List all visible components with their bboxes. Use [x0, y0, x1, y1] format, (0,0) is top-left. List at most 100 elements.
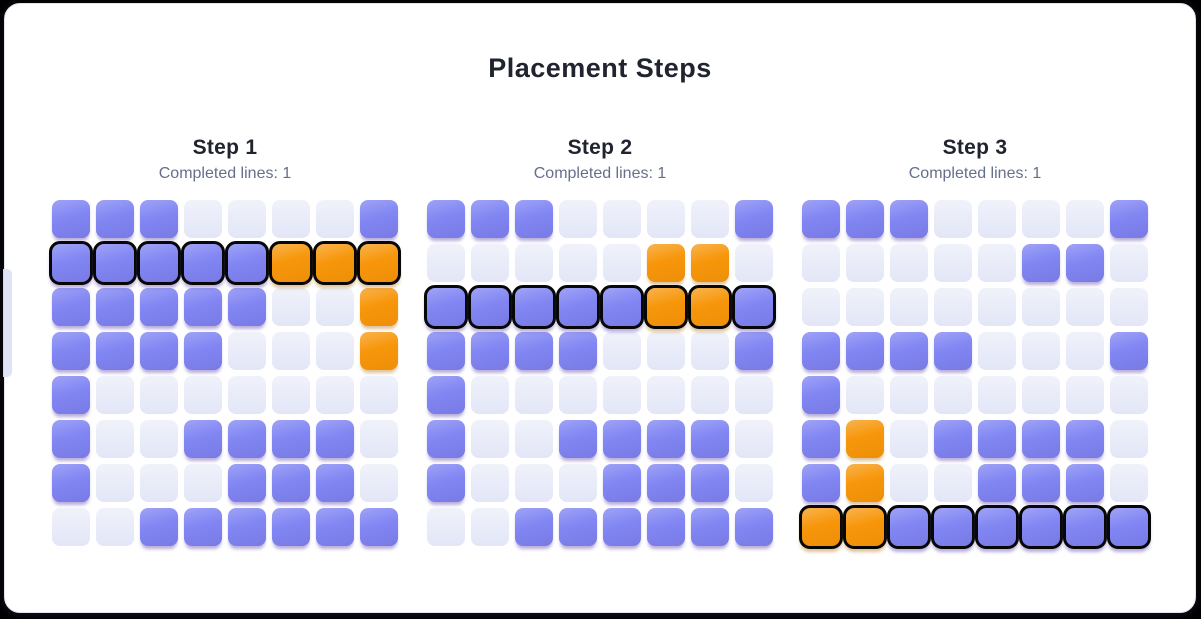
grid-cell — [512, 285, 556, 329]
grid-cell — [1022, 200, 1060, 238]
grid-cell — [272, 332, 310, 370]
grid-cell — [846, 464, 884, 502]
grid-cell — [515, 244, 553, 282]
step-completed-lines: Completed lines: 1 — [158, 165, 292, 182]
grid-cell — [184, 200, 222, 238]
grid-cell — [52, 200, 90, 238]
grid-cell — [846, 420, 884, 458]
grid-cell — [272, 508, 310, 546]
grid-cell — [357, 241, 401, 285]
grid-cell — [427, 508, 465, 546]
grid-cell — [515, 420, 553, 458]
step-grid — [49, 200, 401, 546]
grid-cell — [427, 200, 465, 238]
grid-cell — [360, 420, 398, 458]
grid-cell — [96, 200, 134, 238]
grid-cell — [559, 332, 597, 370]
grid-cell — [1022, 420, 1060, 458]
grid-cell — [360, 376, 398, 414]
grid-cell — [735, 376, 773, 414]
grid-cell — [360, 332, 398, 370]
grid-cell — [603, 200, 641, 238]
grid-cell — [471, 332, 509, 370]
grid-cell — [802, 288, 840, 326]
grid-cell — [1110, 376, 1148, 414]
grid-cell — [228, 508, 266, 546]
grid-cell — [515, 464, 553, 502]
grid-cell — [1022, 244, 1060, 282]
page-title: Placement Steps — [488, 53, 712, 83]
grid-cell — [424, 285, 468, 329]
grid-cell — [515, 200, 553, 238]
grid-cell — [934, 420, 972, 458]
grid-cell — [735, 332, 773, 370]
grid-cell — [978, 420, 1016, 458]
grid-cell — [1107, 505, 1151, 549]
grid-cell — [559, 376, 597, 414]
grid-cell — [471, 244, 509, 282]
grid-cell — [890, 420, 928, 458]
grid-cell — [1022, 332, 1060, 370]
grid-cell — [1110, 420, 1148, 458]
grid-cell — [890, 288, 928, 326]
grid-cell — [52, 288, 90, 326]
grid-cell — [515, 332, 553, 370]
grid-cell — [49, 241, 93, 285]
grid-cell — [184, 420, 222, 458]
grid-cell — [228, 332, 266, 370]
grid-cell — [427, 420, 465, 458]
grid-cell — [228, 464, 266, 502]
grid-cell — [471, 376, 509, 414]
grid-cell — [228, 200, 266, 238]
grid-cell — [96, 376, 134, 414]
grid-cell — [732, 285, 776, 329]
step-title: Step 3 — [942, 136, 1008, 159]
grid-cell — [978, 200, 1016, 238]
grid-cell — [184, 332, 222, 370]
grid-cell — [1110, 244, 1148, 282]
grid-cell — [1110, 200, 1148, 238]
grid-cell — [272, 464, 310, 502]
grid-cell — [1066, 376, 1104, 414]
grid-cell — [96, 464, 134, 502]
grid-cell — [1066, 244, 1104, 282]
grid-cell — [471, 464, 509, 502]
grid-cell — [316, 464, 354, 502]
grid-cell — [691, 332, 729, 370]
grid-cell — [647, 420, 685, 458]
grid-cell — [427, 244, 465, 282]
grid-cell — [934, 200, 972, 238]
grid-cell — [978, 464, 1016, 502]
grid-cell — [1066, 200, 1104, 238]
grid-cell — [603, 376, 641, 414]
grid-cell — [647, 332, 685, 370]
grid-cell — [1066, 464, 1104, 502]
grid-cell — [225, 241, 269, 285]
grid-cell — [799, 505, 843, 549]
grid-cell — [735, 420, 773, 458]
grid-cell — [96, 288, 134, 326]
grid-cell — [975, 505, 1019, 549]
grid-cell — [890, 200, 928, 238]
grid-cell — [934, 332, 972, 370]
grid-cell — [691, 464, 729, 502]
grid-cell — [316, 508, 354, 546]
grid-cell — [360, 464, 398, 502]
grid-cell — [802, 376, 840, 414]
left-edge-artifact — [3, 269, 12, 377]
grid-cell — [140, 420, 178, 458]
grid-cell — [1110, 332, 1148, 370]
grid-cell — [890, 244, 928, 282]
grid-cell — [735, 200, 773, 238]
step-grid — [799, 200, 1151, 549]
grid-cell — [978, 376, 1016, 414]
grid-cell — [471, 420, 509, 458]
grid-cell — [52, 376, 90, 414]
grid-cell — [427, 464, 465, 502]
grid-cell — [96, 332, 134, 370]
grid-cell — [272, 376, 310, 414]
grid-cell — [603, 464, 641, 502]
